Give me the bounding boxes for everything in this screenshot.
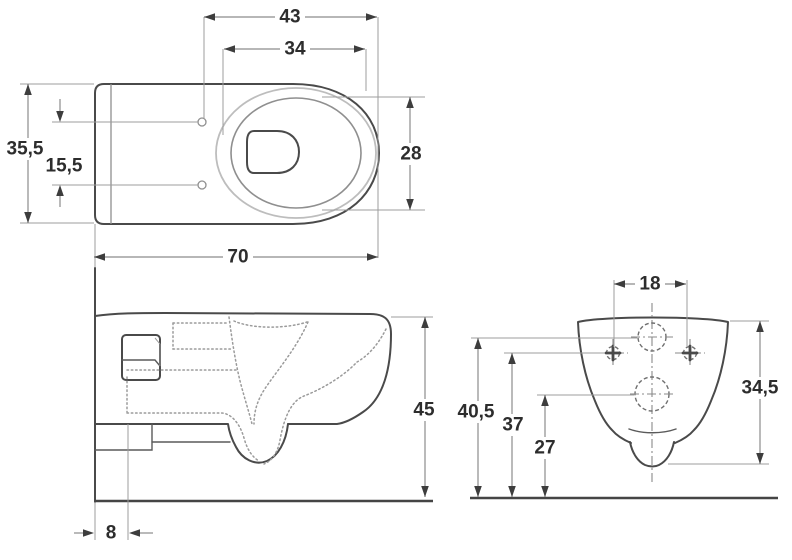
dim-label-front-height: 45 — [413, 400, 435, 421]
dim-label-fixing-hole-spacing: 18 — [639, 274, 660, 295]
outlet-spigot-outline — [629, 441, 675, 468]
side-view-hidden-lines — [126, 316, 387, 465]
dim-label-overall-depth: 70 — [227, 247, 248, 268]
dim-label-outlet-height: 27 — [534, 438, 555, 459]
front-view-pan-outline — [577, 316, 729, 444]
hinge-hole-left — [197, 117, 207, 127]
outlet-top-edge — [628, 428, 677, 434]
dimension-35-5: 35,5 — [1, 84, 49, 223]
dim-label-opening-width: 28 — [400, 144, 421, 165]
side-view: 45 8 — [74, 267, 440, 544]
seat-outer-ellipse — [215, 87, 377, 219]
dim-label-fixing-height: 37 — [502, 415, 523, 436]
dim-label-wall-offset: 8 — [106, 523, 117, 544]
side-view-pan-profile — [94, 312, 392, 425]
dimension-70: 70 — [94, 246, 378, 268]
dimension-18: 18 — [613, 273, 688, 347]
top-view-extension-lines — [20, 17, 425, 268]
dimension-45: 45 — [391, 316, 440, 497]
fixing-hole-right — [675, 339, 705, 367]
dimension-37: 37 — [499, 352, 605, 497]
dimension-34: 34 — [224, 38, 365, 60]
dim-label-hinge-hole-spacing: 15,5 — [46, 156, 83, 177]
top-view-body-outline — [94, 83, 380, 225]
wall-bracket-step — [94, 423, 153, 451]
front-view: 18 34,5 40,5 37 — [452, 273, 785, 500]
dimension-28: 28 — [396, 97, 426, 210]
dimension-27: 27 — [531, 394, 634, 497]
top-view: 43 34 35,5 15,5 — [1, 6, 426, 268]
bowl-sump-outline — [246, 130, 300, 174]
dim-label-hinge-to-front: 43 — [279, 7, 300, 28]
hinge-hole-right — [197, 180, 207, 190]
dim-label-supply-height: 40,5 — [458, 402, 495, 423]
dimension-8: 8 — [74, 424, 153, 544]
dimension-15-5: 15,5 — [40, 99, 88, 207]
dimension-40-5: 40,5 — [452, 337, 637, 497]
flush-inlet-connector — [121, 334, 161, 381]
dimension-34-5: 34,5 — [668, 320, 785, 465]
dim-label-pan-height: 34,5 — [742, 378, 779, 399]
bowl-rim-ellipse — [230, 97, 362, 209]
side-view-trap-underside — [94, 423, 289, 464]
dimension-43: 43 — [204, 6, 377, 28]
dim-label-overall-width: 35,5 — [7, 139, 44, 160]
dim-label-opening-length: 34 — [284, 39, 306, 60]
